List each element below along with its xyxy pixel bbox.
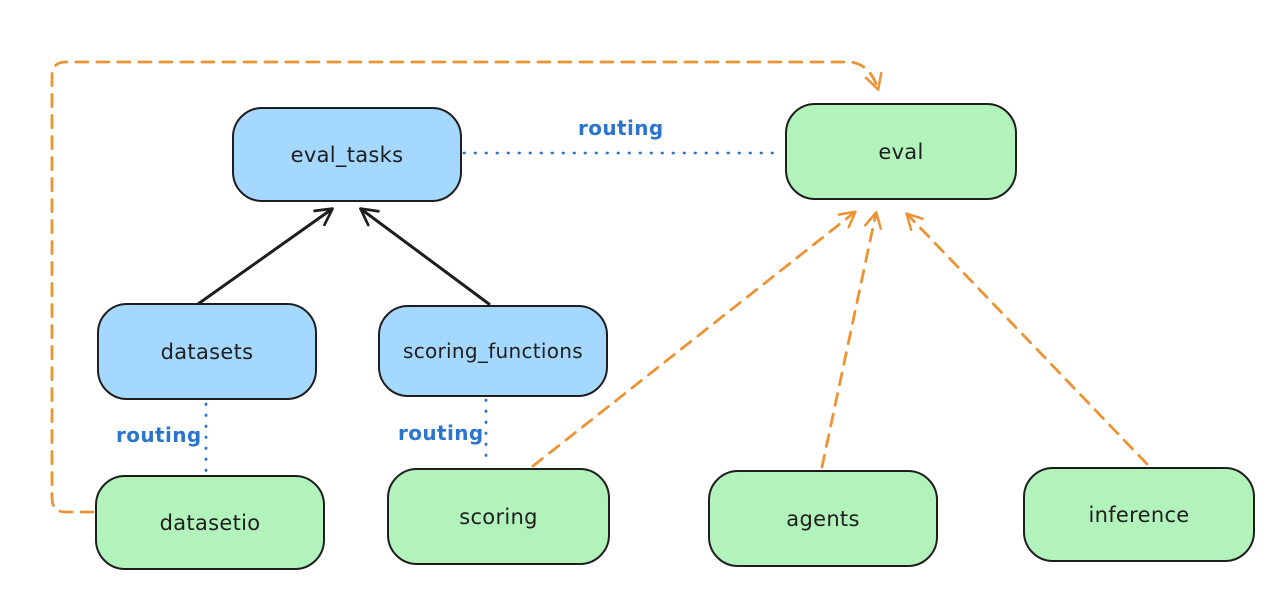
node-scoring-label: scoring bbox=[459, 504, 538, 529]
edge-datasetio-eval bbox=[50, 60, 883, 514]
edge-label-routing-scoring: routing bbox=[398, 421, 484, 445]
node-datasets: datasets bbox=[97, 303, 317, 400]
node-inference: inference bbox=[1023, 467, 1255, 562]
node-agents-label: agents bbox=[786, 506, 860, 531]
node-scoring-functions: scoring_functions bbox=[378, 305, 608, 397]
edge-datasets-eval_tasks bbox=[196, 207, 334, 306]
node-eval-label: eval bbox=[878, 139, 924, 164]
node-datasetio-label: datasetio bbox=[159, 510, 261, 535]
edge-label-routing-top: routing bbox=[578, 116, 664, 140]
node-datasetio: datasetio bbox=[95, 475, 325, 570]
node-agents: agents bbox=[708, 470, 938, 567]
edge-scoring_functions-eval_tasks bbox=[359, 207, 491, 306]
edge-label-routing-datasets: routing bbox=[116, 423, 202, 447]
node-scoring-functions-label: scoring_functions bbox=[402, 339, 584, 363]
node-datasets-label: datasets bbox=[160, 339, 254, 364]
node-eval: eval bbox=[785, 103, 1017, 200]
edge-agents-eval bbox=[820, 211, 883, 469]
edge-scoring-eval bbox=[531, 210, 857, 468]
edge-inference-eval bbox=[905, 212, 1149, 466]
node-eval-tasks-label: eval_tasks bbox=[290, 142, 404, 167]
node-scoring: scoring bbox=[387, 468, 610, 565]
node-inference-label: inference bbox=[1088, 502, 1190, 527]
node-eval-tasks: eval_tasks bbox=[232, 107, 462, 202]
